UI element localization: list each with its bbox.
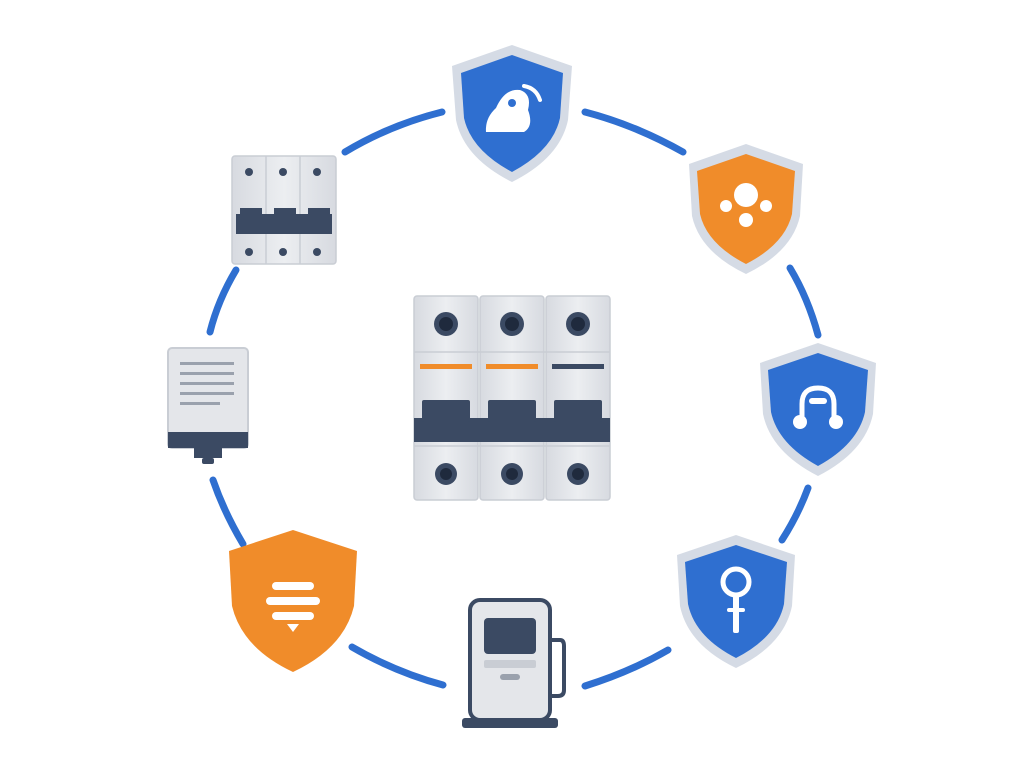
cloud-shield-icon — [452, 45, 572, 182]
charging-station-icon — [462, 598, 566, 728]
network-shield-icon — [689, 144, 803, 274]
list-shield-icon — [229, 530, 357, 672]
headset-shield-icon — [760, 343, 876, 476]
breaker-icon — [231, 155, 337, 265]
panel-meter-icon — [167, 347, 249, 464]
connection-ring — [206, 108, 822, 690]
breaker-3-pole-large — [413, 295, 611, 501]
key-shield-icon — [677, 535, 795, 668]
